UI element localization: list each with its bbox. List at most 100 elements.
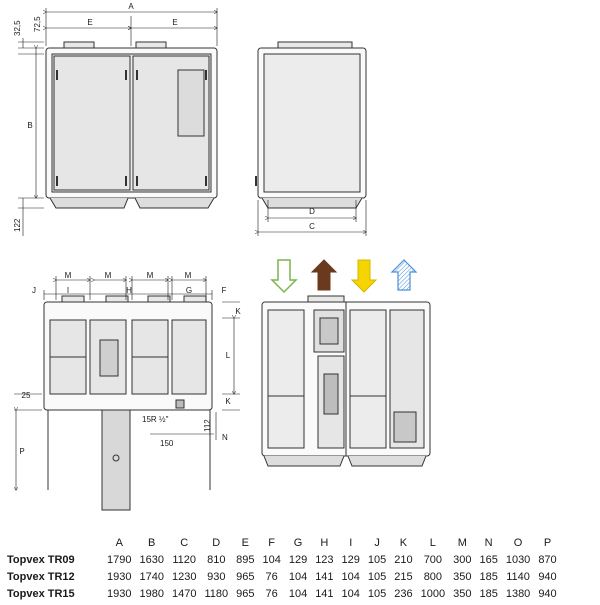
table-corner: [5, 534, 103, 551]
dim-label-J: J: [32, 286, 36, 295]
table-cell: 800: [423, 570, 443, 583]
table-cell: 141: [315, 570, 334, 583]
dim-label-K-bottom: K: [225, 397, 231, 406]
table-cell: 1380: [505, 587, 531, 600]
table-cell: 105: [367, 570, 387, 583]
column-header: M: [457, 536, 467, 549]
table-cell: 236: [394, 587, 413, 600]
model-name: Topvex TR09: [7, 553, 75, 566]
table-cell: 129: [288, 553, 308, 566]
dim-label-P: P: [19, 447, 24, 456]
table-cell: 129: [341, 553, 360, 566]
table-cell: 940: [538, 587, 557, 600]
table-cell: 1180: [204, 587, 229, 600]
table-cell: 76: [265, 570, 278, 583]
front-view: [45, 41, 218, 209]
column-header: B: [148, 536, 156, 549]
dim-label-G: G: [186, 286, 192, 295]
dim-label-M-1: M: [65, 271, 72, 280]
column-header: N: [484, 536, 493, 549]
table-cell: 185: [479, 587, 498, 600]
dim-label-E-right: E: [172, 18, 177, 27]
table-row: Topvex TR15 1930 1980 1470 1180 965 76 1…: [5, 585, 561, 602]
interior-view: [261, 295, 431, 467]
column-header: I: [349, 536, 353, 549]
outdoor-air-arrow: [270, 259, 298, 294]
table-cell: 1230: [171, 570, 197, 583]
column-header: C: [180, 536, 189, 549]
side-dimensions: [258, 200, 366, 236]
column-header: A: [115, 536, 123, 549]
table-cell: 350: [453, 570, 472, 583]
dim-label-N: N: [222, 433, 228, 442]
side-view: [255, 41, 367, 209]
connection-dimensions: [14, 276, 240, 490]
table-cell: 165: [479, 553, 498, 566]
column-header: J: [374, 536, 380, 549]
table-cell: 1790: [107, 553, 132, 566]
table-cell: 940: [538, 570, 557, 583]
dim-label-72-5: 72,5: [33, 16, 42, 32]
technical-drawing: A E E 32,5 72,5 B 122 D C: [13, 2, 431, 511]
table-cell: 1030: [505, 553, 531, 566]
column-header: F: [268, 536, 276, 549]
table-cell: 104: [341, 570, 360, 583]
table-row: Topvex TR12 1930 1740 1230 930 965 76 10…: [5, 568, 561, 585]
table-cell: 810: [207, 553, 226, 566]
model-name: Topvex TR15: [7, 587, 75, 600]
extract-air-arrow: [310, 259, 338, 291]
dim-label-M-4: M: [185, 271, 192, 280]
dim-label-C: C: [309, 222, 315, 231]
table-cell: 1980: [139, 587, 164, 600]
exhaust-air-arrow: [390, 259, 418, 291]
table-cell: 1630: [139, 553, 164, 566]
table-cell: 700: [423, 553, 443, 566]
column-header: D: [212, 536, 221, 549]
column-header: K: [399, 536, 408, 549]
dim-label-122: 122: [13, 218, 22, 232]
table-cell: 350: [453, 587, 472, 600]
table-row: Topvex TR09 1790 1630 1120 810 895 104 1…: [5, 551, 561, 568]
airflow-arrows: [270, 259, 418, 294]
table-cell: 1000: [420, 587, 446, 600]
dim-label-M-3: M: [147, 271, 154, 280]
column-header: E: [241, 536, 249, 549]
connection-view: [43, 295, 213, 511]
dim-label-32-5: 32,5: [13, 20, 22, 36]
dim-label-D: D: [309, 207, 315, 216]
table-cell: 185: [479, 570, 498, 583]
supply-air-arrow: [350, 259, 378, 293]
table-cell: 1930: [107, 587, 132, 600]
dimensions-table: A B C D E F G H I J K L M N O P Topvex T…: [5, 534, 561, 602]
table-cell: 215: [394, 570, 413, 583]
table-cell: 104: [262, 553, 281, 566]
dim-label-F: F: [222, 286, 227, 295]
column-header: O: [513, 536, 523, 549]
table-cell: 965: [236, 587, 255, 600]
dim-label-I: I: [67, 286, 69, 295]
table-cell: 105: [367, 553, 387, 566]
table-cell: 1140: [506, 570, 530, 583]
model-name: Topvex TR12: [7, 570, 75, 583]
dim-label-L: L: [226, 351, 231, 360]
column-header: P: [543, 536, 552, 549]
dim-label-25: 25: [22, 391, 31, 400]
dim-label-150: 150: [160, 439, 174, 448]
table-cell: 104: [341, 587, 360, 600]
table-cell: 1740: [139, 570, 164, 583]
column-header: L: [429, 536, 436, 549]
table-cell: 965: [236, 570, 255, 583]
table-header-row: A B C D E F G H I J K L M N O P: [5, 534, 561, 551]
dim-label-H: H: [126, 286, 132, 295]
column-header: G: [293, 536, 303, 549]
table-cell: 870: [538, 553, 557, 566]
table-cell: 104: [288, 570, 308, 583]
table-cell: 300: [453, 553, 472, 566]
dim-label-112: 112: [203, 419, 212, 432]
table-cell: 105: [367, 587, 387, 600]
table-cell: 104: [288, 587, 308, 600]
dim-label-E-left: E: [87, 18, 92, 27]
table-cell: 1930: [107, 570, 132, 583]
table-cell: 895: [236, 553, 255, 566]
dim-label-M-2: M: [105, 271, 112, 280]
